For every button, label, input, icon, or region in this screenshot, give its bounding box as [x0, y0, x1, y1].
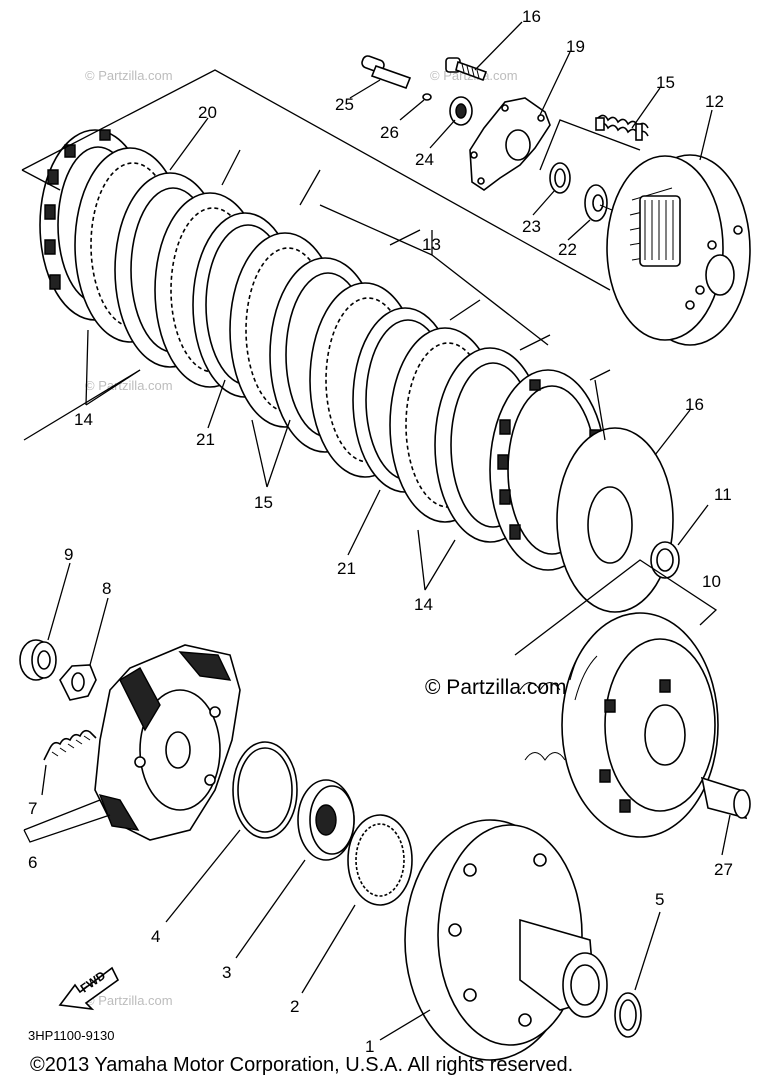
label-2: 2: [290, 997, 299, 1016]
label-4: 4: [151, 927, 160, 946]
label-13: 13: [422, 235, 441, 254]
label-14-lower: 14: [414, 595, 433, 614]
watermark-main: © Partzilla.com: [425, 676, 567, 699]
label-26: 26: [380, 123, 399, 142]
label-16: 16: [685, 395, 704, 414]
label-1: 1: [365, 1037, 374, 1056]
label-17: 15: [656, 73, 675, 92]
label-19: 19: [566, 37, 585, 56]
label-5: 5: [655, 890, 664, 909]
plate-19: [469, 97, 551, 191]
label-15: 15: [254, 493, 273, 512]
label-9: 9: [64, 545, 73, 564]
one-way-clutch-2: [347, 814, 413, 906]
spring-17: [595, 114, 649, 141]
label-3: 3: [222, 963, 231, 982]
label-25: 25: [335, 95, 354, 114]
washer-5: [614, 992, 642, 1038]
collar-27: [700, 776, 751, 820]
bolt-25: [361, 55, 412, 90]
spring-7: [43, 729, 97, 761]
clutch-housing-1: [404, 819, 608, 1061]
label-8: 8: [102, 579, 111, 598]
leader-lines: [21, 21, 731, 1041]
label-10: 10: [702, 572, 721, 591]
lower-assembly: FWD: [19, 612, 751, 1061]
lock-washer-8: [59, 664, 97, 701]
label-14-left: 14: [74, 410, 93, 429]
clutch-drum-10: [519, 612, 719, 838]
label-21-left: 21: [196, 430, 215, 449]
bearing-24: [449, 96, 473, 126]
circlip-11: [650, 541, 680, 579]
clutch-carrier-6: [94, 644, 241, 841]
ring-4: [232, 741, 298, 839]
label-23: 23: [522, 217, 541, 236]
label-6: 6: [28, 853, 37, 872]
label-11: 11: [714, 485, 732, 504]
label-22: 22: [558, 240, 577, 259]
pressure-plate-group: [361, 55, 751, 346]
lock-washer-22: [584, 184, 613, 222]
label-20: 20: [198, 103, 217, 122]
screw-18: [445, 57, 488, 82]
label-18: 16: [522, 7, 541, 26]
seal-23: [549, 162, 571, 194]
nut-9: [19, 639, 57, 681]
pressure-plate-12: [606, 154, 751, 346]
drawing-code: 3HP1100-9130: [28, 1028, 115, 1043]
copyright-notice: ©2013 Yamaha Motor Corporation, U.S.A. A…: [30, 1054, 574, 1076]
primary-plate-16: [556, 427, 674, 613]
label-21-lower: 21: [337, 559, 356, 578]
label-24: 24: [415, 150, 434, 169]
clutch-plate-stack: [39, 129, 680, 613]
watermark-small: © Partzilla.com: [85, 993, 173, 1008]
label-12: 12: [705, 92, 724, 111]
watermark-small: © Partzilla.com: [85, 378, 173, 393]
washer-26: [422, 93, 432, 101]
label-7: 7: [28, 799, 37, 818]
bearing-3: [297, 779, 355, 861]
part-labels: 16 19 15 12 25 26 20 24 23 22 13 14 21 1…: [28, 7, 733, 1056]
watermark-small: © Partzilla.com: [85, 68, 173, 83]
label-27: 27: [714, 860, 733, 879]
